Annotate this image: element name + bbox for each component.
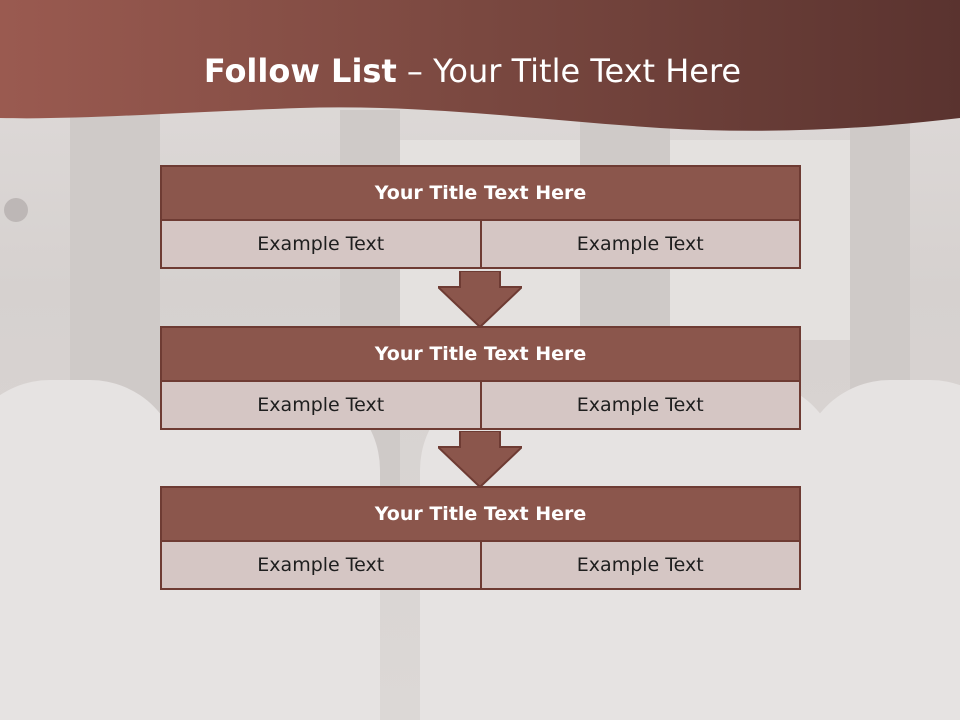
step-title: Your Title Text Here bbox=[160, 486, 801, 542]
step-row: Example Text Example Text bbox=[160, 221, 801, 269]
step-cell-right: Example Text bbox=[479, 221, 800, 267]
slide-title-bold: Follow List bbox=[203, 52, 397, 90]
down-arrow-icon bbox=[438, 431, 522, 487]
step-cell-left: Example Text bbox=[257, 554, 385, 576]
step-cell-left: Example Text bbox=[257, 233, 385, 255]
slide-title-rest: – Your Title Text Here bbox=[396, 52, 742, 90]
step-row: Example Text Example Text bbox=[160, 382, 801, 430]
step-block-2: Your Title Text Here Example Text Exampl… bbox=[160, 326, 801, 430]
step-cell-right: Example Text bbox=[479, 382, 800, 428]
bg-person bbox=[800, 380, 960, 720]
bg-person bbox=[0, 380, 180, 720]
step-title: Your Title Text Here bbox=[160, 165, 801, 221]
step-row: Example Text Example Text bbox=[160, 542, 801, 590]
step-block-1: Your Title Text Here Example Text Exampl… bbox=[160, 165, 801, 269]
slide-title: Follow List – Your Title Text Here bbox=[0, 52, 945, 90]
step-cell-left: Example Text bbox=[257, 394, 385, 416]
down-arrow-icon bbox=[438, 271, 522, 327]
step-cell-right: Example Text bbox=[479, 542, 800, 588]
bg-dot bbox=[4, 198, 28, 222]
step-title: Your Title Text Here bbox=[160, 326, 801, 382]
header-band: Follow List – Your Title Text Here bbox=[0, 0, 960, 140]
step-block-3: Your Title Text Here Example Text Exampl… bbox=[160, 486, 801, 590]
